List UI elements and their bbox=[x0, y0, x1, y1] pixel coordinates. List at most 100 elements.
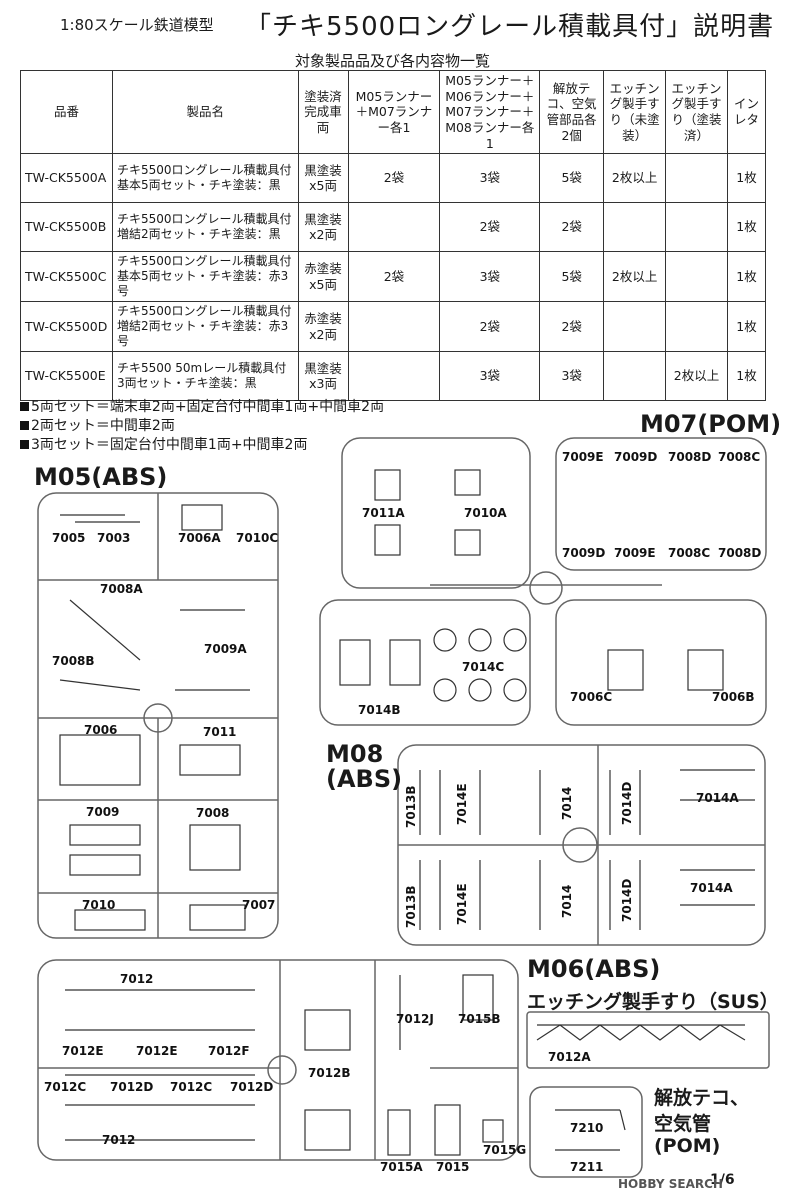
part-label: 7014B bbox=[358, 703, 401, 717]
part-label: 7012J bbox=[396, 1012, 434, 1026]
part-label: 7008C bbox=[668, 546, 711, 560]
part-label: 7009D bbox=[614, 450, 658, 464]
part-label: 7012B bbox=[308, 1066, 351, 1080]
cell: 黒塗装x2両 bbox=[297, 202, 349, 253]
part-label: 7006B bbox=[712, 690, 755, 704]
part-label: 7012D bbox=[230, 1080, 274, 1094]
part-label: 7012 bbox=[120, 972, 154, 986]
part-label: 7012A bbox=[548, 1050, 591, 1064]
part-label: 7014 bbox=[560, 786, 574, 820]
part-label: 7006C bbox=[570, 690, 613, 704]
part-label: 7008A bbox=[100, 582, 143, 596]
part-label: 7012D bbox=[110, 1080, 154, 1094]
cell: 3袋 bbox=[439, 251, 541, 303]
col-header: 品番 bbox=[20, 69, 113, 155]
part-label: 7003 bbox=[97, 531, 131, 545]
part-label: 7009E bbox=[562, 450, 604, 464]
m07-title: M07(POM) bbox=[640, 410, 782, 438]
part-label: 7008D bbox=[668, 450, 712, 464]
part-label: 7008 bbox=[196, 806, 230, 820]
part-label: 7006A bbox=[178, 531, 221, 545]
cell: 3袋 bbox=[539, 351, 605, 402]
part-label: 7010 bbox=[82, 898, 116, 912]
m06-title: M06(ABS) bbox=[527, 955, 661, 983]
part-label: 7015 bbox=[436, 1160, 470, 1174]
part-label: 7006 bbox=[84, 723, 118, 737]
col-header: 塗装済完成車両 bbox=[297, 69, 349, 155]
note-line: 3両セット＝固定台付中間車1両+中間車2両 bbox=[20, 436, 384, 455]
cell: チキ5500ロングレール積載具付増結2両セット・チキ塗装：赤3号 bbox=[111, 301, 299, 353]
cell: チキ5500ロングレール積載具付基本5両セット・チキ塗装：黒 bbox=[111, 153, 299, 204]
part-label: 7012C bbox=[44, 1080, 87, 1094]
cell: 2袋 bbox=[347, 153, 441, 204]
part-label: 7010A bbox=[464, 506, 507, 520]
part-label: 7011 bbox=[203, 725, 237, 739]
part-label: 7013B bbox=[404, 785, 418, 828]
cell: 5袋 bbox=[539, 251, 605, 303]
table-row: TW-CK5500D チキ5500ロングレール積載具付増結2両セット・チキ塗装：… bbox=[20, 301, 767, 353]
part-label: 7010C bbox=[236, 531, 279, 545]
part-label: 7014E bbox=[455, 883, 469, 925]
part-label: 7014A bbox=[696, 791, 739, 805]
table-caption: 対象製品品及び各内容物一覧 bbox=[294, 52, 490, 70]
cell: 1枚 bbox=[726, 301, 767, 353]
m08-title-line2: (ABS) bbox=[326, 765, 403, 793]
cell: 2枚以上 bbox=[603, 251, 667, 303]
part-label: 7012E bbox=[62, 1044, 104, 1058]
part-label: 7005 bbox=[52, 531, 86, 545]
cell: TW-CK5500B bbox=[20, 202, 113, 253]
table-row: TW-CK5500E チキ5500 50mレール積載具付3両セット・チキ塗装：黒… bbox=[20, 351, 767, 402]
cell: 2袋 bbox=[539, 202, 605, 253]
part-label: 7009 bbox=[86, 805, 120, 819]
part-label: 7014D bbox=[620, 878, 634, 922]
note-line: 5両セット＝端末車2両+固定台付中間車1両+中間車2両 bbox=[20, 398, 384, 417]
part-label: 7008C bbox=[718, 450, 761, 464]
part-label: 7014A bbox=[690, 881, 733, 895]
cell: 赤塗装x2両 bbox=[297, 301, 349, 353]
part-label: 7009D bbox=[562, 546, 606, 560]
part-label: 7012E bbox=[136, 1044, 178, 1058]
part-label: 7013B bbox=[404, 885, 418, 928]
col-header: M05ランナー＋M06ランナー＋M07ランナー＋M08ランナー各1 bbox=[439, 69, 541, 155]
part-label: 7014E bbox=[455, 783, 469, 825]
part-label: 7015B bbox=[458, 1012, 501, 1026]
note-line: 2両セット＝中間車2両 bbox=[20, 417, 384, 436]
lever-title-line1: 解放テコ、 bbox=[654, 1087, 750, 1109]
part-label: 7008D bbox=[718, 546, 762, 560]
watermark: HOBBY SEARCH bbox=[618, 1177, 723, 1191]
cell: 2袋 bbox=[347, 251, 441, 303]
part-label: 7014D bbox=[620, 781, 634, 825]
part-label: 7014C bbox=[462, 660, 505, 674]
cell: TW-CK5500E bbox=[20, 351, 113, 402]
cell: 1枚 bbox=[726, 351, 767, 402]
table-row: TW-CK5500B チキ5500ロングレール積載具付増結2両セット・チキ塗装：… bbox=[20, 202, 767, 253]
col-header: インレタ bbox=[726, 69, 767, 155]
m08-title-line1: M08 bbox=[326, 740, 384, 768]
part-label: 7007 bbox=[242, 898, 276, 912]
cell bbox=[347, 351, 441, 402]
cell: 3袋 bbox=[439, 351, 541, 402]
cell: TW-CK5500A bbox=[20, 153, 113, 204]
table-row: TW-CK5500C チキ5500ロングレール積載具付基本5両セット・チキ塗装：… bbox=[20, 251, 767, 303]
lever-title-line2: 空気管 bbox=[654, 1113, 712, 1135]
cell: TW-CK5500D bbox=[20, 301, 113, 353]
col-header: M05ランナー＋M07ランナー各1 bbox=[347, 69, 441, 155]
part-label: 7008B bbox=[52, 654, 95, 668]
cell: チキ5500 50mレール積載具付3両セット・チキ塗装：黒 bbox=[111, 351, 299, 402]
cell: 1枚 bbox=[726, 202, 767, 253]
part-label: 7011A bbox=[362, 506, 405, 520]
part-label: 7012 bbox=[102, 1133, 136, 1147]
m05-title: M05(ABS) bbox=[34, 463, 168, 491]
col-header: エッチング製手すり（塗装済） bbox=[665, 69, 728, 155]
cell: チキ5500ロングレール積載具付基本5両セット・チキ塗装：赤3号 bbox=[111, 251, 299, 303]
cell bbox=[603, 301, 667, 353]
cell: TW-CK5500C bbox=[20, 251, 113, 303]
part-label: 7009A bbox=[204, 642, 247, 656]
col-header: 製品名 bbox=[111, 69, 299, 155]
product-table: 品番 製品名 塗装済完成車両 M05ランナー＋M07ランナー各1 M05ランナー… bbox=[20, 69, 767, 402]
cell: 2枚以上 bbox=[665, 351, 728, 402]
part-label: 7210 bbox=[570, 1121, 604, 1135]
part-label: 7211 bbox=[570, 1160, 604, 1174]
cell bbox=[347, 202, 441, 253]
